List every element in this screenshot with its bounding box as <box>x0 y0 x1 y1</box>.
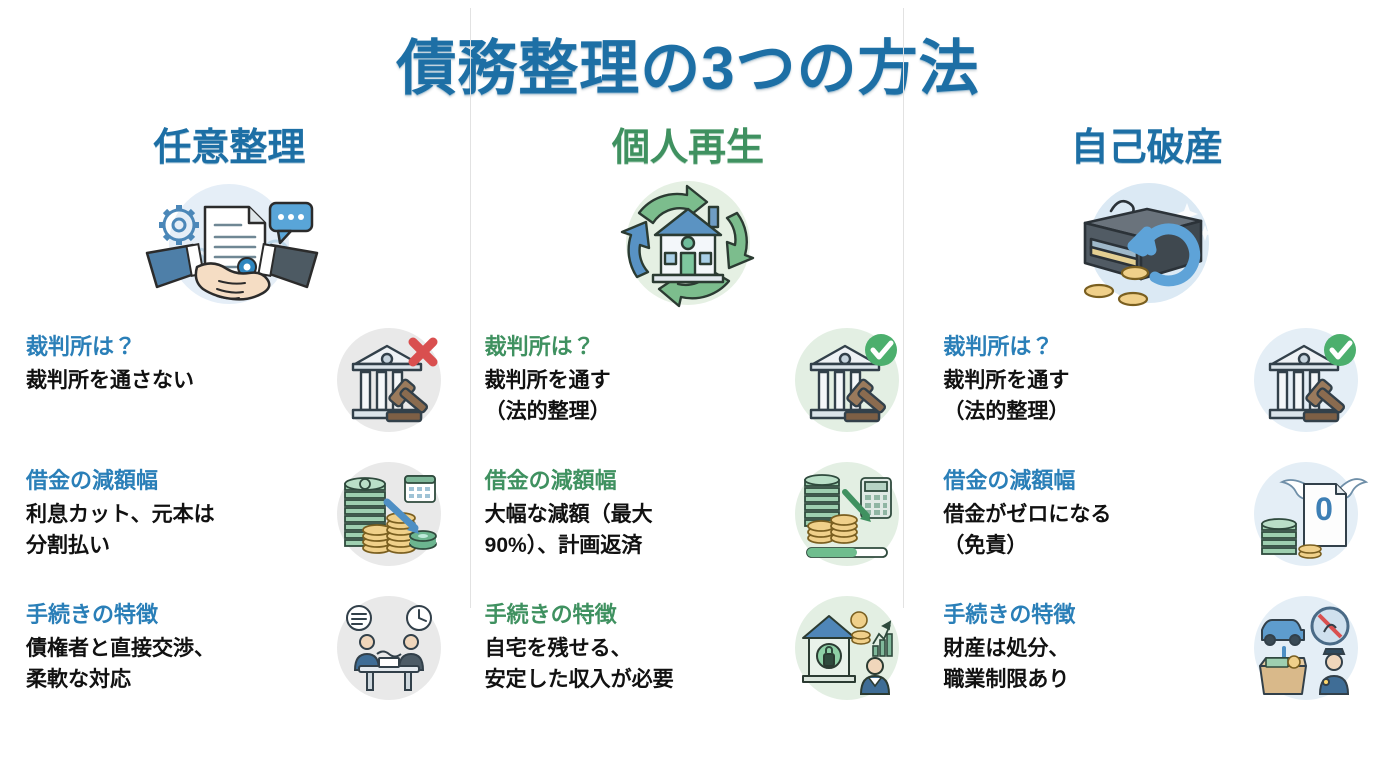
row-text: 裁判所は？ 裁判所を通す （法的整理） <box>935 328 1254 427</box>
courthouse-gavel-check-icon <box>1254 328 1359 432</box>
row-body: 利息カット、元本は 分割払い <box>26 503 215 557</box>
row-heading: 手続きの特徴 <box>943 602 1076 627</box>
row-heading: 裁判所は？ <box>26 334 137 359</box>
house-recycle-arrows-icon <box>477 174 900 314</box>
row-body: 大幅な減額（最大 90%）、計画返済 <box>484 503 653 557</box>
feature-row: 借金の減額幅 借金がゼロになる （免責） 0 <box>935 462 1369 582</box>
column-divider-2 <box>903 8 904 608</box>
zero-debt-wings-icon: 0 <box>1254 462 1369 566</box>
courthouse-gavel-cross-icon <box>336 328 441 432</box>
row-text: 借金の減額幅 大幅な減額（最大 90%）、計画返済 <box>477 462 796 561</box>
column-kojin-saisei: 個人再生 <box>459 118 918 738</box>
row-text: 裁判所は？ 裁判所を通さない <box>18 328 337 396</box>
page-title: 債務整理の3つの方法 <box>396 35 980 102</box>
row-body: 裁判所を通す （法的整理） <box>484 369 611 423</box>
column-divider-1 <box>470 8 471 608</box>
row-body: 借金がゼロになる （免責） <box>943 503 1112 557</box>
assets-seized-restrictions-icon <box>1254 596 1359 700</box>
row-heading: 手続きの特徴 <box>484 602 617 627</box>
row-body: 裁判所を通さない <box>26 369 194 392</box>
row-heading: 借金の減額幅 <box>484 468 617 493</box>
courthouse-gavel-check-icon <box>795 328 900 432</box>
negotiation-table-clock-icon <box>336 596 441 700</box>
comparison-columns: 任意整理 <box>0 118 1376 738</box>
column-title: 個人再生 <box>612 127 765 169</box>
empty-wallet-reset-icon <box>935 174 1358 314</box>
column-title: 自己破産 <box>1070 127 1223 169</box>
row-text: 借金の減額幅 利息カット、元本は 分割払い <box>18 462 337 561</box>
row-heading: 裁判所は？ <box>943 334 1054 359</box>
column-jiko-hasan: 自己破産 <box>917 118 1376 738</box>
cash-coins-calculator-progress-icon <box>795 462 900 566</box>
row-body: 裁判所を通す （法的整理） <box>943 369 1070 423</box>
house-lock-salaryman-icon <box>795 596 900 700</box>
feature-row: 裁判所は？ 裁判所を通す （法的整理） <box>477 328 900 448</box>
row-heading: 手続きの特徴 <box>26 602 159 627</box>
row-heading: 借金の減額幅 <box>943 468 1076 493</box>
row-body: 債権者と直接交渉、 柔軟な対応 <box>26 637 215 691</box>
row-heading: 裁判所は？ <box>484 334 595 359</box>
row-body: 自宅を残せる、 安定した収入が必要 <box>484 637 674 691</box>
feature-row: 手続きの特徴 債権者と直接交渉、 柔軟な対応 <box>18 596 441 716</box>
feature-row: 借金の減額幅 大幅な減額（最大 90%）、計画返済 <box>477 462 900 582</box>
feature-row: 手続きの特徴 自宅を残せる、 安定した収入が必要 <box>477 596 900 716</box>
column-nin-i-seiri: 任意整理 <box>0 118 459 738</box>
column-title: 任意整理 <box>153 127 306 169</box>
feature-row: 手続きの特徴 財産は処分、 職業制限あり <box>935 596 1359 716</box>
row-heading: 借金の減額幅 <box>26 468 159 493</box>
feature-row: 借金の減額幅 利息カット、元本は 分割払い <box>18 462 441 582</box>
svg-text:0: 0 <box>1315 491 1333 527</box>
cash-coins-calendar-arrow-icon <box>336 462 441 566</box>
row-text: 裁判所は？ 裁判所を通す （法的整理） <box>477 328 796 427</box>
row-text: 手続きの特徴 債権者と直接交渉、 柔軟な対応 <box>18 596 337 695</box>
feature-row: 裁判所は？ 裁判所を通す （法的整理） <box>935 328 1359 448</box>
row-body: 財産は処分、 職業制限あり <box>943 637 1070 691</box>
handshake-document-icon <box>18 174 441 314</box>
row-text: 手続きの特徴 財産は処分、 職業制限あり <box>935 596 1254 695</box>
feature-row: 裁判所は？ 裁判所を通さない <box>18 328 441 448</box>
row-text: 手続きの特徴 自宅を残せる、 安定した収入が必要 <box>477 596 796 695</box>
row-text: 借金の減額幅 借金がゼロになる （免責） <box>935 462 1254 561</box>
